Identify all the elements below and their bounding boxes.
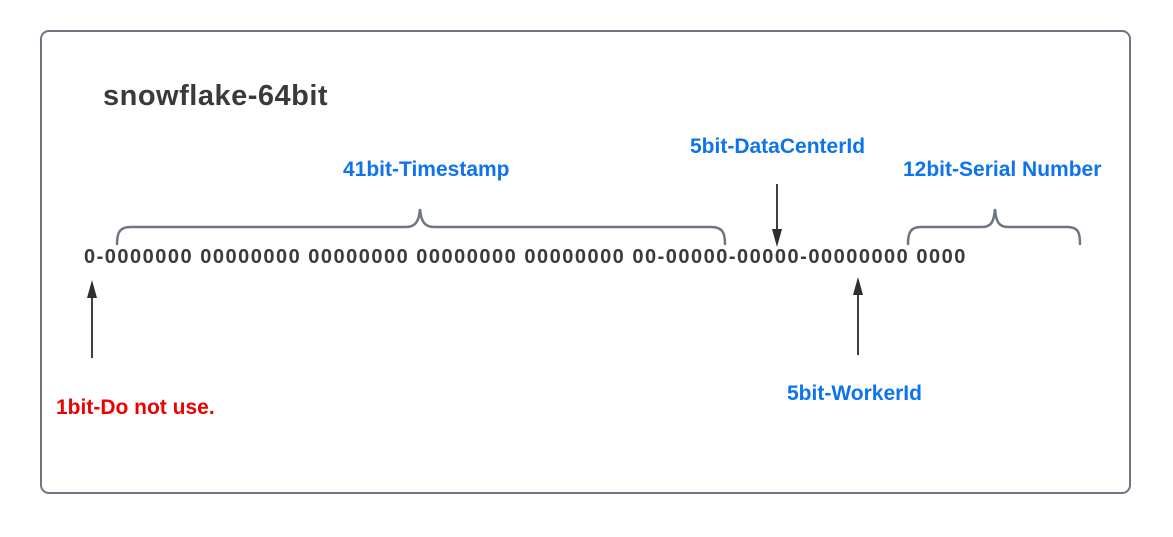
bit-string: 0-0000000 00000000 00000000 00000000 000… [84,246,967,268]
timestamp-label: 41bit-Timestamp [343,158,510,181]
serial-number-label: 12bit-Serial Number [903,158,1102,181]
datacenter-id-label: 5bit-DataCenterId [690,135,866,158]
worker-id-label: 5bit-WorkerId [787,382,922,405]
sign-bit-warning-label: 1bit-Do not use. [56,396,215,419]
diagram-title: snowflake-64bit [103,80,329,112]
diagram-border-box [40,30,1131,494]
